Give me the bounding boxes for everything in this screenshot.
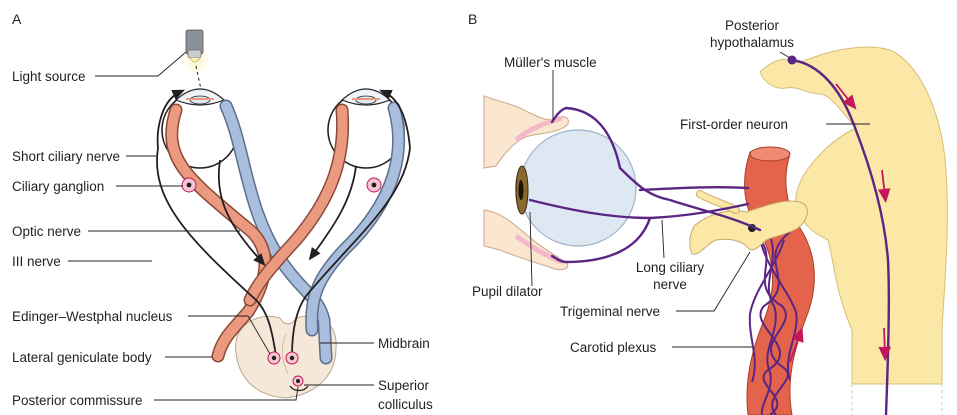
panel-a-letter: A [12, 11, 22, 27]
optic-nerve-tracts [219, 99, 406, 365]
brainstem-cut-edge [851, 384, 943, 415]
label-short-ciliary-nerve: Short ciliary nerve [12, 149, 120, 164]
label-lateral-geniculate-body: Lateral geniculate body [12, 350, 152, 365]
panel-b-diagram: B [468, 11, 948, 415]
panel-a-diagram: A [12, 11, 433, 412]
edinger-westphal-nuclei [267, 351, 309, 392]
label-trigeminal-nerve: Trigeminal nerve [560, 304, 660, 319]
label-long-ciliary-line2: nerve [653, 277, 687, 292]
ciliary-ganglion-left [181, 177, 197, 193]
panel-a-leader-lines [68, 51, 374, 401]
label-carotid-plexus: Carotid plexus [570, 340, 657, 355]
ciliary-ganglion-right [366, 177, 382, 193]
label-posterior-hypothalamus-line1: Posterior [725, 18, 780, 33]
panel-b-leader-lines [529, 51, 870, 348]
light-source-lamp [180, 29, 212, 76]
label-edinger-westphal-nucleus: Edinger–Westphal nucleus [12, 309, 173, 324]
label-superior-colliculus-line1: Superior [378, 378, 430, 393]
label-midbrain: Midbrain [378, 336, 430, 351]
label-iii-nerve: III nerve [12, 254, 61, 269]
iii-nerve-pathways [156, 89, 411, 357]
eyeball [515, 129, 637, 247]
label-optic-nerve: Optic nerve [12, 224, 81, 239]
lateral-geniculate-tracts [165, 103, 350, 363]
label-pupil-dilator: Pupil dilator [472, 284, 543, 299]
label-ciliary-ganglion: Ciliary ganglion [12, 179, 104, 194]
label-posterior-commissure: Posterior commissure [12, 393, 143, 408]
label-long-ciliary-line1: Long ciliary [636, 260, 705, 275]
label-light-source: Light source [12, 69, 86, 84]
direction-arrows [789, 83, 892, 363]
panel-b-letter: B [468, 11, 477, 27]
carotid-plexus-mesh [748, 231, 798, 415]
hypothalamus-brainstem-shape [759, 46, 948, 385]
label-superior-colliculus-line2: colliculus [378, 397, 433, 412]
label-posterior-hypothalamus-line2: hypothalamus [710, 35, 794, 50]
label-first-order-neuron: First-order neuron [680, 117, 788, 132]
label-mullers-muscle: Müller's muscle [504, 55, 597, 70]
